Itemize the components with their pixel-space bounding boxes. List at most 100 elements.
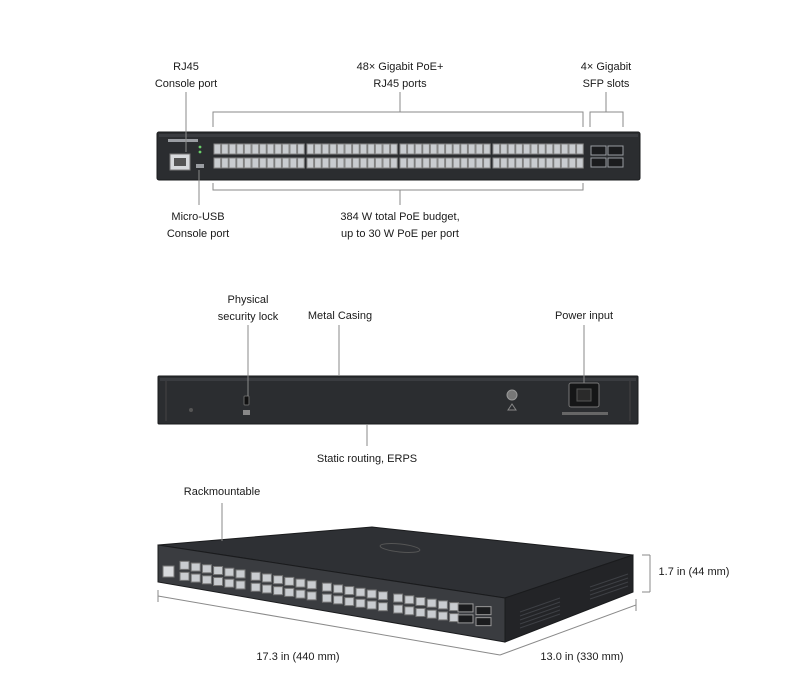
console-label-line2: Console port bbox=[154, 78, 218, 90]
perspective-rj45-port bbox=[333, 584, 344, 594]
side-vent bbox=[519, 573, 629, 629]
perspective-rj45-port bbox=[426, 598, 437, 608]
rj45-port bbox=[297, 143, 305, 155]
perspective-rj45-port bbox=[415, 607, 426, 617]
perspective-rj45-port bbox=[393, 593, 404, 603]
sfp-label-line1: 4× Gigabit bbox=[580, 61, 632, 73]
rj45-port bbox=[560, 157, 569, 169]
lock-label-line2: security lock bbox=[217, 311, 279, 323]
perspective-rj45-port bbox=[437, 600, 448, 610]
perspective-rj45-port bbox=[250, 582, 261, 592]
perspective-rj45-port bbox=[321, 593, 332, 603]
perspective-rj45-port bbox=[426, 609, 437, 619]
perspective-rj45-port bbox=[250, 571, 261, 581]
rj45-port bbox=[452, 143, 461, 155]
poe-budget-label: 384 W total PoE budget, up to 30 W PoE p… bbox=[328, 209, 472, 243]
rj45-port bbox=[445, 157, 453, 169]
sfp-slot bbox=[590, 145, 607, 156]
perspective-rj45-port bbox=[190, 562, 201, 572]
ports-label-line1: 48× Gigabit PoE+ bbox=[356, 61, 444, 73]
perspective-sfp-slot bbox=[457, 603, 474, 613]
rj45-port bbox=[236, 143, 244, 155]
perspective-rj45-port bbox=[295, 589, 306, 599]
rj45-port bbox=[374, 143, 383, 155]
perspective-rj45-port bbox=[449, 602, 460, 612]
rj45-port bbox=[429, 157, 438, 169]
rj45-port bbox=[576, 143, 584, 155]
rj45-port bbox=[336, 143, 345, 155]
rj45-port bbox=[213, 157, 222, 169]
perspective-rj45-port bbox=[224, 578, 235, 588]
rj45-port bbox=[475, 157, 484, 169]
metal-casing-label: Metal Casing bbox=[307, 310, 373, 322]
rj45-port bbox=[297, 157, 305, 169]
perspective-rj45-port bbox=[201, 575, 212, 585]
perspective-rj45-port bbox=[393, 604, 404, 614]
rj45-port bbox=[274, 143, 282, 155]
perspective-rj45-port bbox=[377, 591, 388, 601]
rj45-port bbox=[522, 157, 531, 169]
top-logo bbox=[379, 543, 421, 553]
rj45-port bbox=[259, 157, 267, 169]
rj45-port bbox=[281, 143, 290, 155]
perspective-switch bbox=[157, 526, 634, 643]
rj45-port bbox=[530, 143, 539, 155]
rj45-port bbox=[289, 157, 298, 169]
rj45-port bbox=[500, 157, 508, 169]
security-lock-label: Physical security lock bbox=[203, 292, 293, 326]
rj45-port bbox=[507, 143, 516, 155]
sfp-label-line2: SFP slots bbox=[582, 78, 630, 90]
perspective-rj45-port bbox=[366, 589, 377, 599]
sfp-slot bbox=[590, 157, 607, 168]
perspective-rj45-port bbox=[437, 611, 448, 621]
rj45-port bbox=[289, 143, 298, 155]
poe-label-line2: up to 30 W PoE per port bbox=[340, 228, 459, 240]
security-lock-slot bbox=[243, 395, 250, 406]
rj45-port bbox=[437, 157, 446, 169]
perspective-rj45-port bbox=[306, 591, 317, 601]
perspective-rj45-port bbox=[449, 613, 460, 623]
rj45-port bbox=[344, 157, 353, 169]
grounding-terminal bbox=[506, 389, 518, 401]
rj45-port bbox=[422, 143, 430, 155]
perspective-rj45-port bbox=[213, 577, 224, 587]
rj45-port bbox=[213, 143, 222, 155]
rj45-port bbox=[445, 143, 453, 155]
rackmountable-label: Rackmountable bbox=[183, 486, 261, 498]
rj45-port bbox=[467, 157, 476, 169]
rj45-port bbox=[437, 143, 446, 155]
ports-label-line2: RJ45 ports bbox=[373, 78, 427, 90]
rj45-port bbox=[483, 157, 491, 169]
rj45-port bbox=[414, 143, 423, 155]
rj45-port bbox=[538, 143, 546, 155]
rj45-port bbox=[483, 143, 491, 155]
rj45-port bbox=[228, 157, 237, 169]
sfp-slot bbox=[607, 157, 624, 168]
perspective-rj45-port bbox=[333, 595, 344, 605]
rj45-port bbox=[321, 157, 330, 169]
rj45-port bbox=[329, 143, 337, 155]
rj45-port bbox=[500, 143, 508, 155]
perspective-rj45-port bbox=[344, 586, 355, 596]
rj45-port bbox=[228, 143, 237, 155]
depth-dimension-line bbox=[499, 604, 637, 656]
rj45-port bbox=[344, 143, 353, 155]
rj45-port bbox=[407, 143, 415, 155]
rj45-port bbox=[429, 143, 438, 155]
perspective-rj45-port bbox=[235, 580, 246, 590]
rj45-port bbox=[359, 143, 368, 155]
poe-label-line1: 384 W total PoE budget, bbox=[340, 211, 460, 223]
power-input-label: Power input bbox=[554, 310, 614, 322]
perspective-rj45-port bbox=[284, 576, 295, 586]
rj45-port bbox=[467, 143, 476, 155]
rj45-port bbox=[243, 143, 252, 155]
ports-bracket bbox=[212, 111, 584, 127]
rj45-port bbox=[336, 157, 345, 169]
width-dimension-line bbox=[157, 595, 501, 656]
perspective-rj45-port bbox=[235, 569, 246, 579]
perspective-rj45-port bbox=[321, 582, 332, 592]
rj45-port bbox=[399, 143, 408, 155]
rj45-port bbox=[460, 143, 468, 155]
perspective-rj45-port bbox=[261, 573, 272, 583]
rj45-port bbox=[352, 157, 360, 169]
